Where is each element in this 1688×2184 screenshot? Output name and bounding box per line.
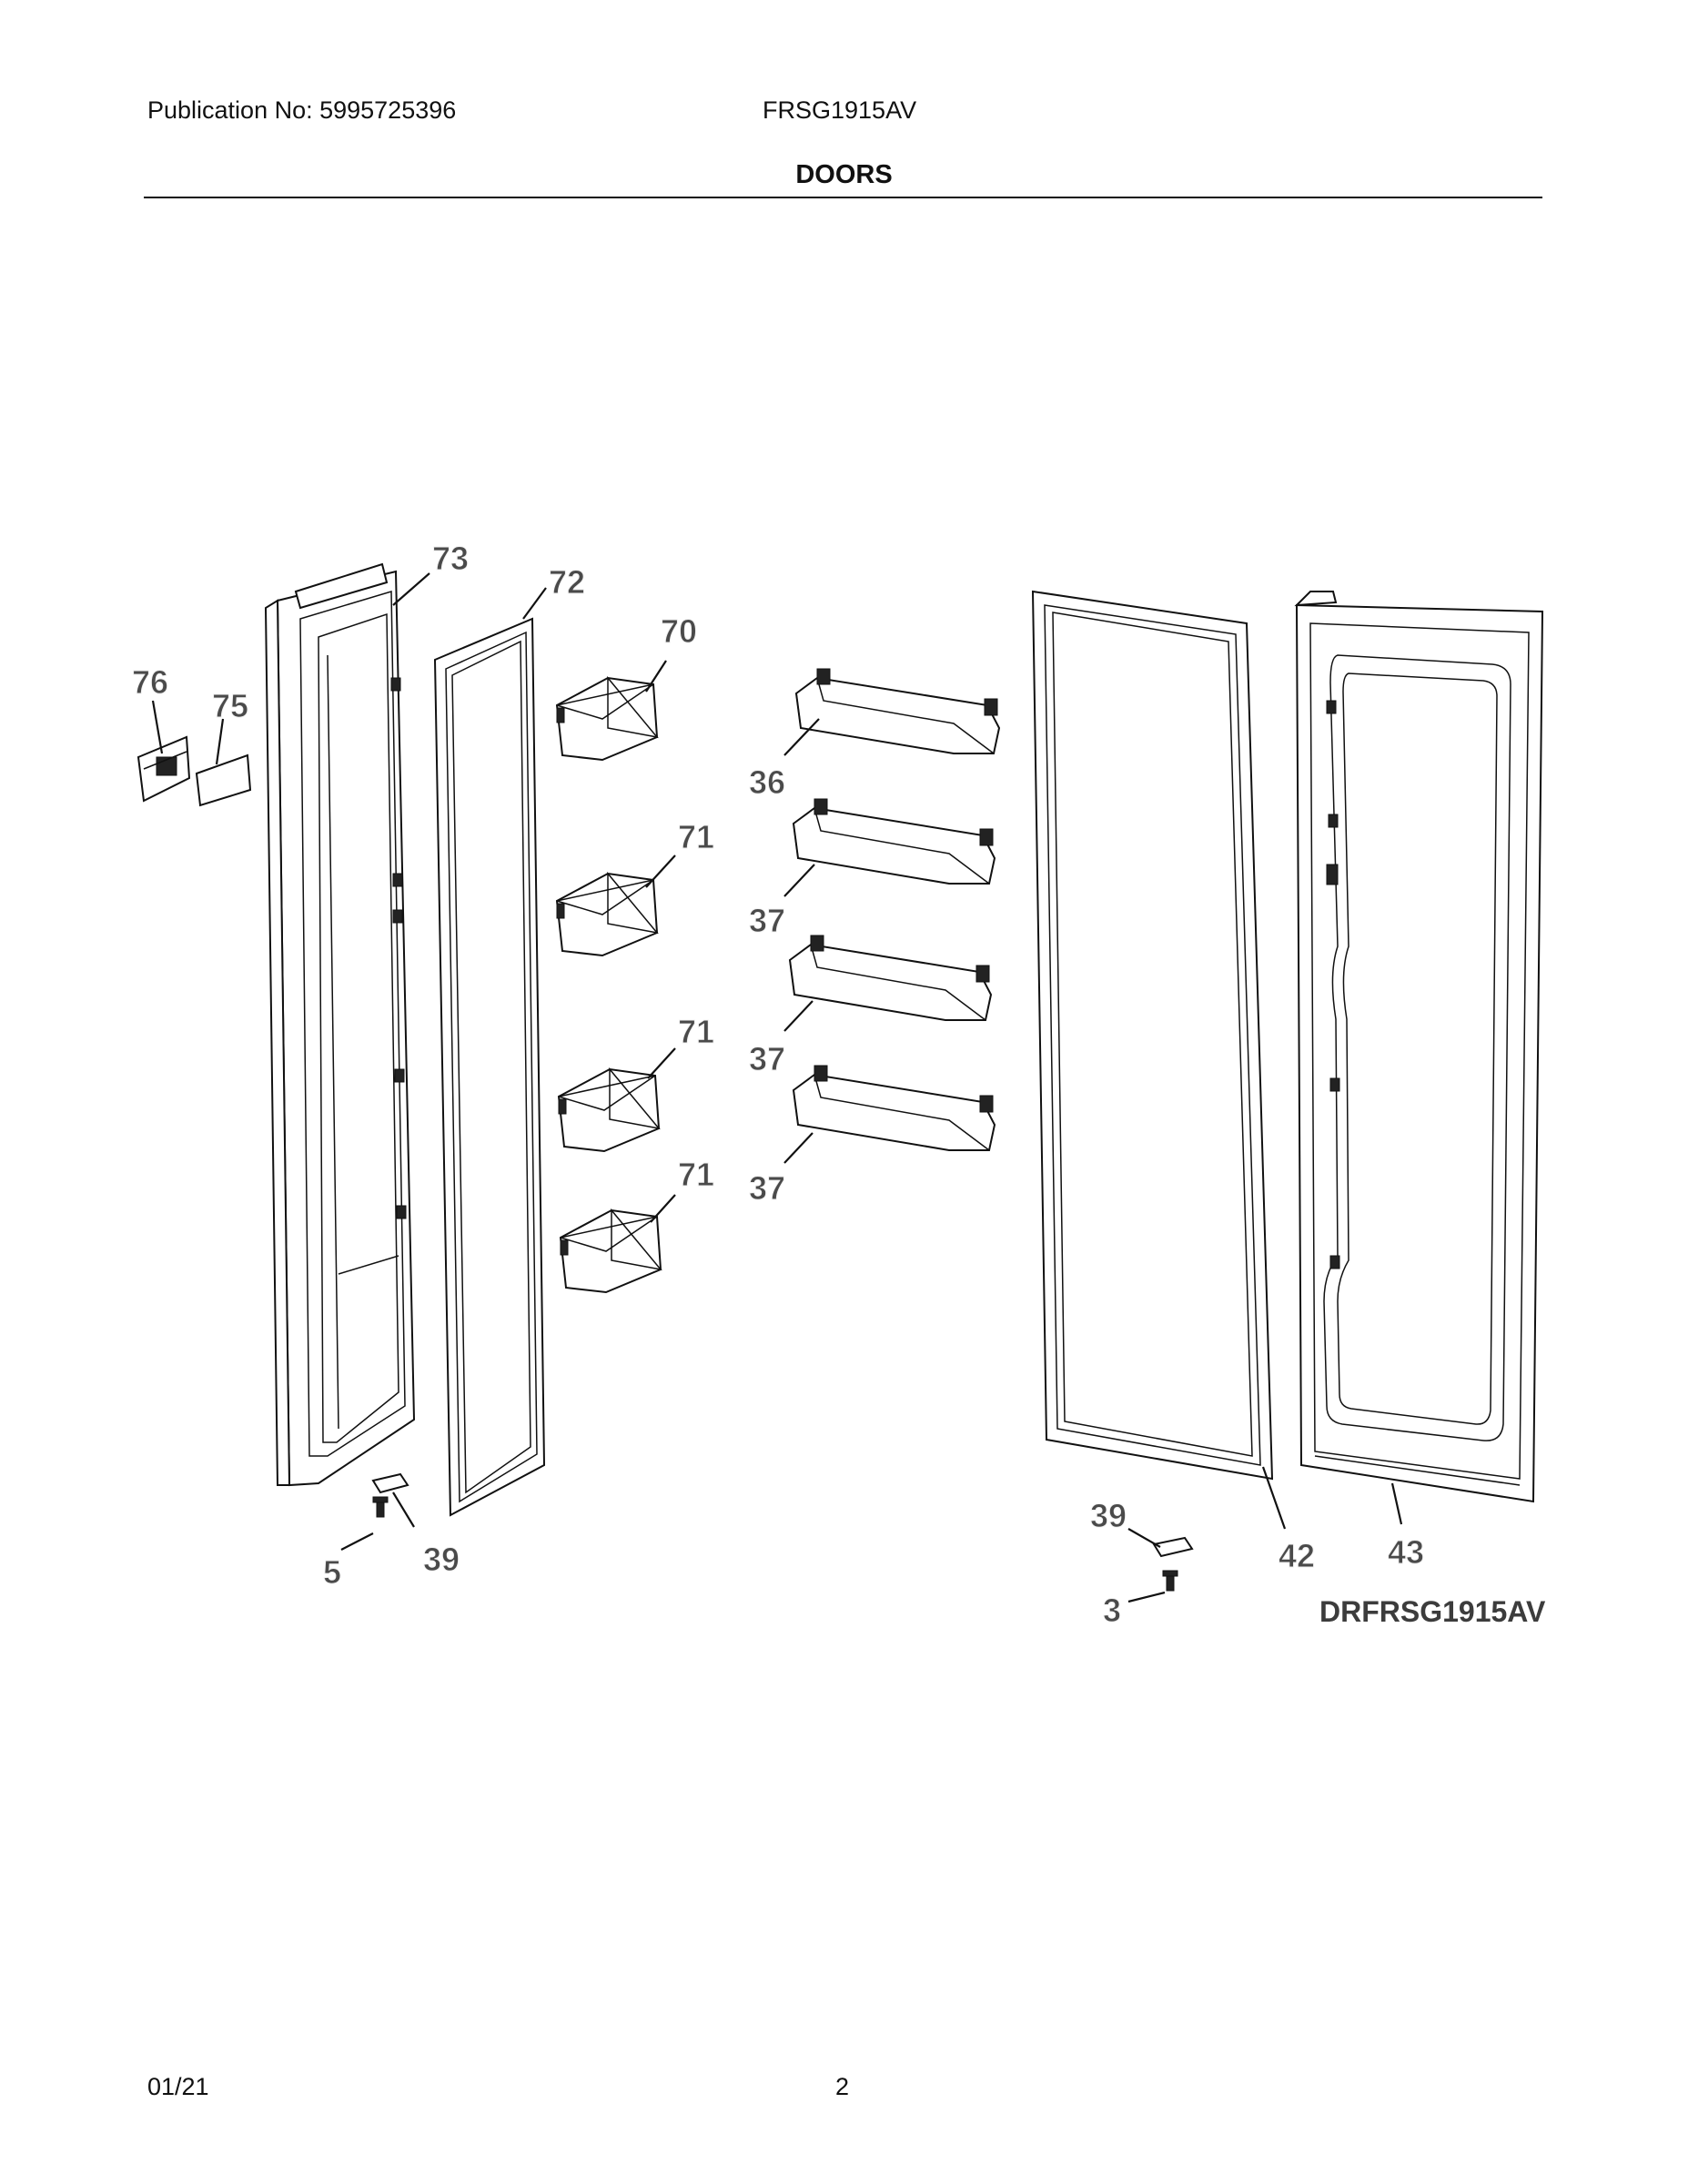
- door-shelf-37-c: [792, 1065, 996, 1151]
- callout-37-b: 37: [749, 1040, 785, 1077]
- header-rule: [144, 197, 1542, 198]
- callout-73: 73: [432, 540, 469, 577]
- door-shelf-36: [794, 668, 1001, 754]
- freezer-hinge: [371, 1472, 409, 1494]
- callout-43: 43: [1388, 1533, 1424, 1571]
- freezer-door-bin-71-bottom: [559, 1208, 662, 1294]
- callout-36: 36: [749, 763, 785, 801]
- callout-71-top: 71: [678, 818, 714, 855]
- fresh-food-hinge-pin: [1162, 1570, 1178, 1592]
- callout-5: 5: [323, 1553, 341, 1591]
- callout-39-left: 39: [423, 1541, 460, 1578]
- freezer-door-gasket: [433, 617, 546, 1517]
- door-shelf-37-b: [788, 935, 993, 1021]
- callout-71-middle: 71: [678, 1013, 714, 1050]
- freezer-door-bin-71-top: [555, 871, 659, 957]
- dispenser-module: [136, 735, 191, 803]
- fresh-food-door-gasket: [1031, 590, 1274, 1481]
- page-number: 2: [835, 2073, 850, 2100]
- fresh-food-hinge: [1152, 1536, 1194, 1558]
- publication-number: Publication No: 5995725396: [147, 96, 457, 124]
- footer-date: 01/21: [147, 2073, 209, 2100]
- dispenser-cover: [195, 753, 252, 807]
- model-number: FRSG1915AV: [763, 96, 917, 124]
- callout-70: 70: [661, 612, 697, 650]
- callout-37-c: 37: [749, 1169, 785, 1207]
- freezer-hinge-pin: [372, 1496, 389, 1518]
- door-shelf-37-a: [792, 798, 996, 885]
- freezer-door-liner: [264, 562, 416, 1487]
- section-title: DOORS: [795, 160, 893, 189]
- callout-42: 42: [1279, 1537, 1315, 1574]
- freezer-door-bin-70: [555, 675, 659, 762]
- callout-72: 72: [549, 563, 585, 601]
- callout-39-right: 39: [1090, 1497, 1127, 1534]
- callout-3: 3: [1103, 1592, 1121, 1629]
- callout-75: 75: [212, 687, 248, 724]
- callout-37-a: 37: [749, 902, 785, 939]
- leader-lines: [151, 572, 1403, 1603]
- fresh-food-door-liner: [1294, 591, 1544, 1503]
- callout-71-bottom: 71: [678, 1156, 714, 1193]
- freezer-door-bin-71-middle: [557, 1067, 661, 1153]
- callout-76: 76: [132, 663, 168, 701]
- diagram-code: DRFRSG1915AV: [1319, 1595, 1546, 1628]
